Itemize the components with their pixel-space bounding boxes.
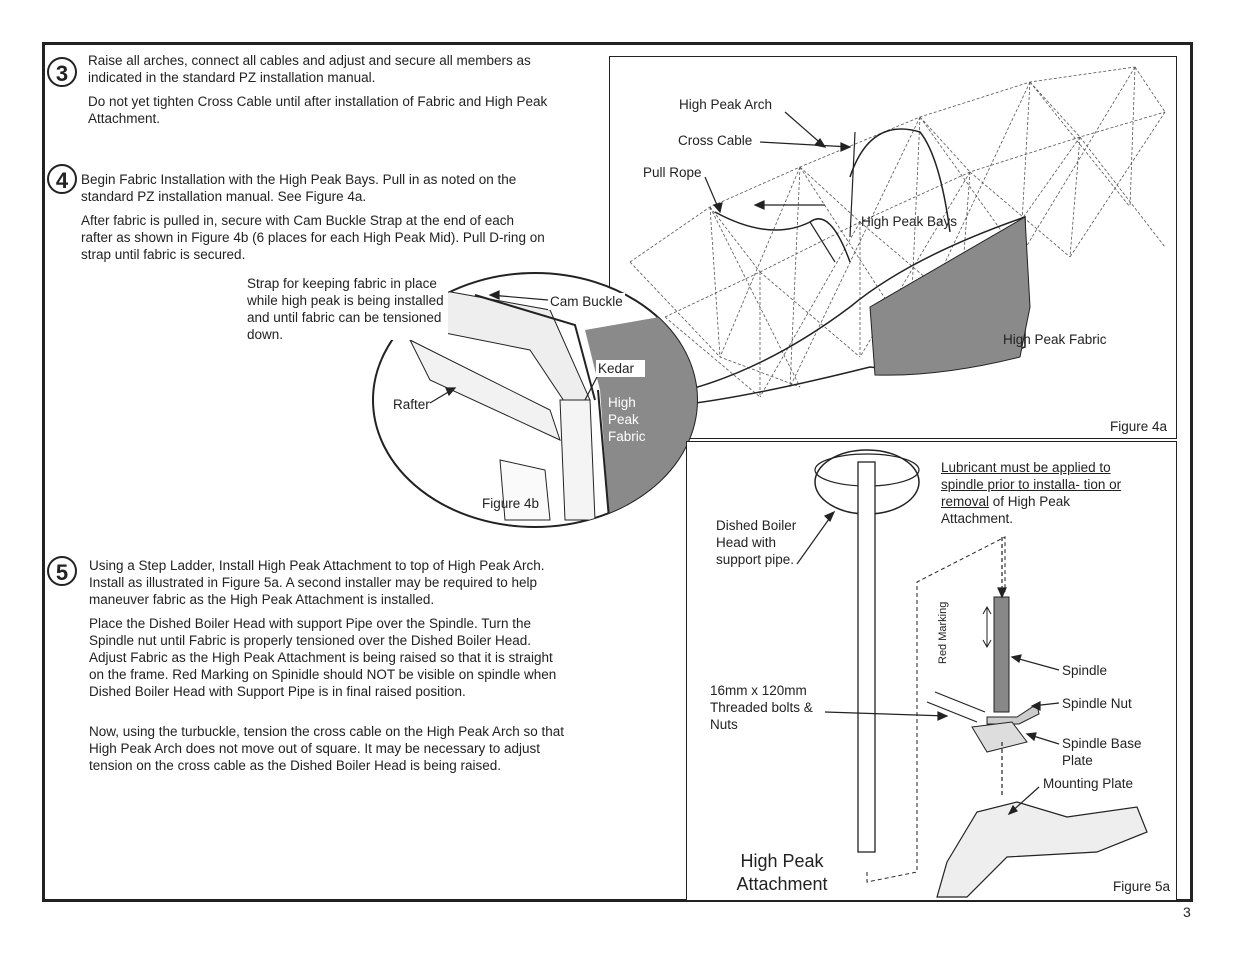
- figure-4a-caption: Figure 4a: [1110, 419, 1168, 434]
- step-4-number: 4: [47, 164, 77, 194]
- figure-4b-drawing: [370, 270, 698, 528]
- figure-5a-panel: Dished Boiler Head with support pipe. Re…: [686, 441, 1177, 901]
- strap-note: Strap for keeping fabric in place while …: [247, 276, 444, 342]
- spindle-nut-label: Spindle Nut: [1062, 696, 1132, 711]
- red-marking-label: Red Marking: [937, 601, 949, 664]
- high-peak-arch-label: High Peak Arch: [679, 97, 773, 112]
- kedar-label: Kedar: [596, 360, 645, 377]
- spindle-label: Spindle: [1062, 663, 1108, 678]
- step-3-paragraph-2: Do not yet tighten Cross Cable until aft…: [88, 94, 548, 126]
- fabric-label-line-2: Peak: [608, 412, 639, 427]
- mounting-plate-label: Mounting Plate: [1043, 776, 1134, 791]
- figure-4a-panel: High Peak Arch Cross Cable Pull Rope Hig…: [609, 56, 1177, 439]
- bolts-label: 16mm x 120mm Threaded bolts & Nuts: [710, 683, 813, 732]
- cam-buckle-label: Cam Buckle: [548, 293, 625, 310]
- step-5-paragraph-1: Using a Step Ladder, Install High Peak A…: [89, 558, 545, 607]
- pull-rope-label: Pull Rope: [643, 165, 702, 180]
- cross-cable-label: Cross Cable: [678, 133, 753, 148]
- figure-4a-drawing: [610, 66, 1166, 406]
- high-peak-fabric-label: High Peak Fabric: [1003, 332, 1107, 347]
- spindle: [993, 596, 1010, 713]
- fabric-label-line-1: High: [608, 395, 636, 410]
- support-pipe: [857, 461, 876, 853]
- figure-4b-caption: Figure 4b: [482, 496, 540, 511]
- fabric-label-line-3: Fabric: [608, 429, 646, 444]
- step-5-paragraph-3: Now, using the turbuckle, tension the cr…: [89, 724, 565, 773]
- step-4-paragraph-2: After fabric is pulled in, secure with C…: [81, 213, 545, 262]
- high-peak-bays-label: High Peak Bays: [861, 214, 958, 229]
- step-3-paragraph-1: Raise all arches, connect all cables and…: [88, 53, 531, 85]
- page-number: 3: [1183, 904, 1191, 920]
- step-5-paragraph-2: Place the Dished Boiler Head with suppor…: [89, 616, 557, 699]
- dished-boiler-head-label: Dished Boiler Head with support pipe.: [716, 518, 797, 567]
- fabric-outline: [610, 215, 1026, 406]
- step-5-number: 5: [47, 556, 77, 586]
- figure-5a-caption: Figure 5a: [1113, 879, 1171, 894]
- rafter-label: Rafter: [393, 397, 430, 412]
- title-line-2: Attachment: [736, 874, 828, 894]
- step-4-paragraph-1: Begin Fabric Installation with the High …: [81, 172, 517, 204]
- lubricant-note: Lubricant must be applied to spindle pri…: [941, 460, 1122, 526]
- high-peak-fabric-shape: [869, 216, 1031, 376]
- step-3-number: 3: [47, 57, 77, 87]
- figure-5a-drawing: [796, 449, 1148, 898]
- title-line-1: High Peak: [740, 851, 824, 871]
- page-frame: [42, 42, 1193, 902]
- spindle-base-plate-label: Spindle Base Plate: [1060, 735, 1154, 769]
- figure-4b-detail: Cam Buckle Kedar Rafter High Peak Fabric…: [370, 270, 700, 530]
- high-peak-attachment-title: High Peak Attachment: [727, 850, 837, 896]
